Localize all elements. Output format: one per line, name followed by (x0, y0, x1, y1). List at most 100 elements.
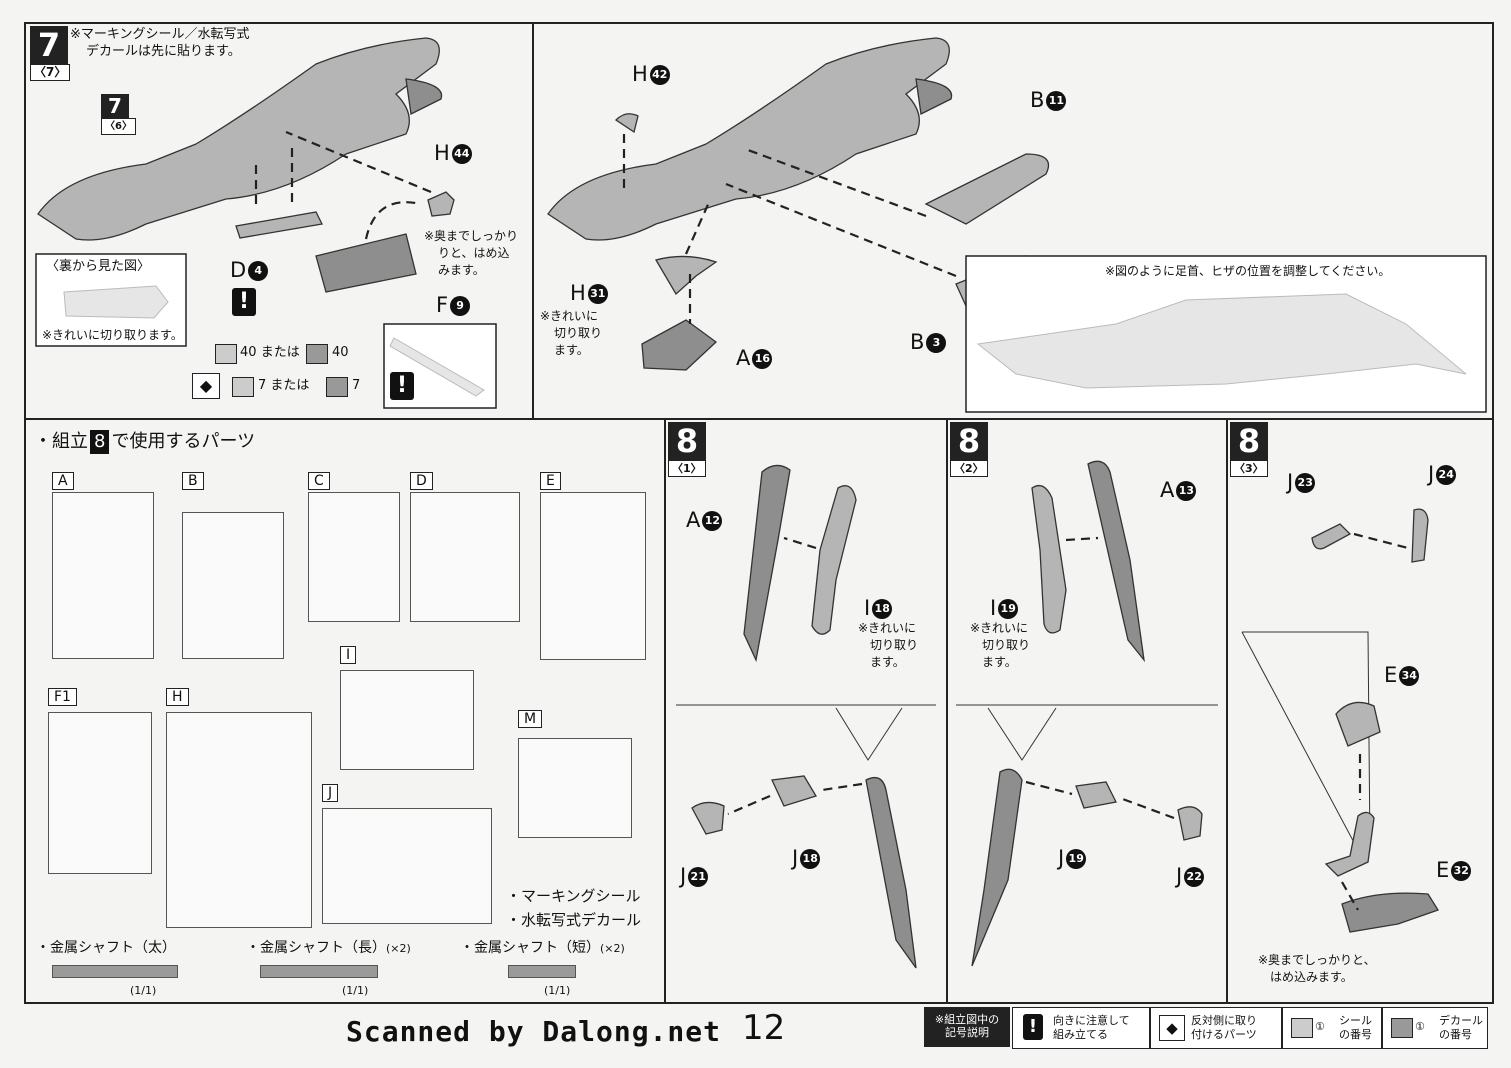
shaft-ratio-thick: (1/1) (130, 984, 157, 997)
legend-item-caution: ! 向きに注意して 組み立てる (1012, 1007, 1150, 1049)
runner-e (540, 492, 646, 660)
arrow-h44 (285, 130, 432, 194)
decal-line2: ・水転写式デカール (506, 911, 642, 929)
scan-credit: Scanned by Dalong.net (346, 1015, 722, 1048)
press-note-2: りと、はめ込 (438, 246, 510, 260)
runner-m (518, 738, 632, 838)
runner-f1 (48, 712, 152, 874)
part-f9-shape (315, 233, 417, 293)
opposite-side-icon: ◆ (192, 373, 220, 399)
part-j21-shape (691, 801, 725, 835)
arrow-f9 (364, 201, 422, 240)
shaft-long (260, 965, 378, 978)
runner-h (166, 712, 312, 928)
page-number: 12 (742, 1008, 786, 1048)
step7-illustration (35, 37, 1487, 413)
cut-note2-2: 切り取り (554, 326, 603, 340)
shaft-ratio-long: (1/1) (342, 984, 369, 997)
step7-badge: 7 (30, 26, 68, 64)
decal-icon (326, 377, 348, 397)
shaft-label-long: ・金属シャフト（長）(×2) (246, 940, 411, 956)
arrow-j21 (727, 794, 771, 816)
legend-item-opposite: ◆ 反対側に取り 付けるパーツ (1150, 1007, 1282, 1049)
runner-tag-h: H (166, 688, 189, 706)
step8-1-note-2: 切り取り (870, 638, 919, 652)
arrow-b3 (725, 182, 957, 278)
adjust-ship (976, 293, 1467, 389)
warning-icon: ! (1023, 1014, 1043, 1040)
runner-tag-d: D (410, 472, 433, 490)
arrow-a13 (1065, 536, 1099, 542)
cut-note2-1: ※きれいに (540, 309, 599, 323)
zoom-lines (1241, 631, 1371, 851)
ref-step-badge: 7 (101, 94, 129, 118)
step7-sub: 〈7〉 (30, 64, 71, 81)
part-joint-shape (1324, 811, 1375, 877)
runner-c (308, 492, 400, 622)
shaft-label-short: ・金属シャフト（短）(×2) (460, 940, 625, 956)
legend-seal-l1: シール (1339, 1014, 1372, 1027)
part-a12-lower (865, 776, 917, 969)
legend-item-seal: ① シール の番号 (1282, 1007, 1382, 1049)
legend-item-decal: ① デカール の番号 (1382, 1007, 1488, 1049)
step8-1-note-1: ※きれいに (858, 621, 917, 635)
part-j18-shape (771, 775, 817, 807)
part-i19-shape (1031, 484, 1067, 634)
legend-opposite-l1: 反対側に取り (1191, 1014, 1257, 1027)
step8-2-note-3: ます。 (982, 655, 1017, 669)
legend-caution-l2: 組み立てる (1053, 1028, 1108, 1041)
step8-2-note-2: 切り取り (982, 638, 1031, 652)
legend-decal-l1: デカール (1439, 1014, 1483, 1027)
warning-icon: ! (232, 288, 256, 316)
step8-2-badge: 8 (950, 422, 988, 460)
cut-note2-3: ます。 (554, 343, 589, 357)
runner-tag-a: A (52, 472, 74, 490)
part-a12-shape (743, 464, 791, 663)
part-h42-shape (614, 113, 639, 134)
step8-3-note-2: はめ込みます。 (1270, 970, 1353, 984)
step8-2-illustration (956, 460, 1218, 967)
part-e34-shape (1335, 701, 1381, 747)
step8-3-note-1: ※奥までしっかりと、 (1258, 953, 1376, 967)
arrow-b11 (747, 148, 927, 218)
runner-tag-c: C (308, 472, 330, 490)
runner-tag-e: E (540, 472, 561, 490)
ship-tail-left (405, 78, 443, 115)
seal-row1: 40 または (240, 345, 300, 360)
part-j23-shape (1311, 523, 1352, 550)
part-a16-shape (641, 319, 718, 371)
press-note-3: みます。 (438, 263, 485, 277)
arrow-j19 (1025, 780, 1073, 796)
step7-note-line1: ※マーキングシール／水転写式 (70, 27, 250, 42)
step8-1-note-3: ます。 (870, 655, 905, 669)
step8-3-illustration (1241, 508, 1439, 933)
warning-icon: ! (390, 372, 414, 400)
runner-a (52, 492, 154, 659)
decal-icon (306, 344, 328, 364)
seal-row2: 7 または (258, 378, 310, 393)
legend-title-1: ※組立図中の (934, 1013, 1000, 1026)
step8-3-panel (1226, 418, 1494, 1004)
arrow-a12 (783, 536, 817, 550)
decal-icon (1391, 1018, 1413, 1038)
legend-seal-num: ① (1315, 1020, 1325, 1033)
arrow-j23-j24 (1353, 532, 1409, 550)
opposite-side-icon: ◆ (1159, 1015, 1185, 1041)
ship-tail-right (915, 78, 953, 115)
